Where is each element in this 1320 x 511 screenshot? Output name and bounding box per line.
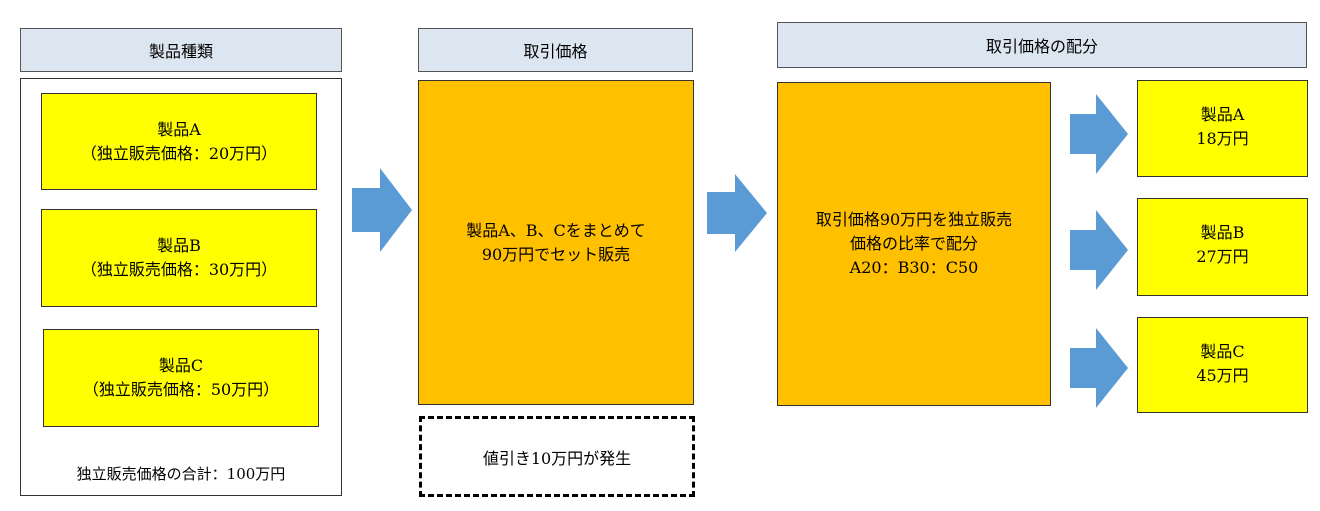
- product-c-price: （独立販売価格：50万円）: [82, 380, 280, 399]
- result-a-name: 製品A: [1200, 105, 1245, 124]
- product-b-name: 製品B: [157, 236, 201, 255]
- arrow-icon: [707, 174, 767, 252]
- product-a-box: 製品A （独立販売価格：20万円）: [41, 93, 317, 190]
- arrow-icon: [1070, 328, 1128, 408]
- product-b-price: （独立販売価格：30万円）: [80, 260, 278, 279]
- product-b-box: 製品B （独立販売価格：30万円）: [41, 209, 317, 307]
- product-c-name: 製品C: [158, 356, 204, 375]
- result-c-amount: 45万円: [1196, 366, 1249, 385]
- allocation-line-2: 価格の比率で配分: [849, 234, 978, 253]
- discount-box: 値引き10万円が発生: [419, 416, 695, 497]
- product-a-name: 製品A: [157, 119, 201, 139]
- header-transaction-price-label: 取引価格: [523, 42, 588, 61]
- result-a-box: 製品A 18万円: [1137, 80, 1308, 177]
- allocation-line-1: 取引価格90万円を独立販売: [815, 210, 1013, 229]
- result-b-name: 製品B: [1200, 223, 1245, 242]
- result-b-box: 製品B 27万円: [1137, 198, 1308, 296]
- allocation-line-3: A20：B30：C50: [849, 258, 979, 277]
- result-c-name: 製品C: [1200, 342, 1245, 361]
- result-c-box: 製品C 45万円: [1137, 317, 1308, 413]
- bundle-sale-box: 製品A、B、Cをまとめて 90万円でセット販売: [418, 80, 694, 405]
- header-transaction-price: 取引価格: [418, 28, 693, 72]
- product-a-price: （独立販売価格：20万円）: [80, 143, 278, 163]
- arrow-icon: [352, 168, 412, 252]
- header-product-types: 製品種類: [20, 28, 342, 72]
- bundle-line-1: 製品A、B、Cをまとめて: [466, 220, 646, 240]
- arrow-icon: [1070, 210, 1128, 290]
- product-c-box: 製品C （独立販売価格：50万円）: [43, 329, 319, 427]
- allocation-box: 取引価格90万円を独立販売 価格の比率で配分 A20：B30：C50: [777, 82, 1051, 406]
- discount-label: 値引き10万円が発生: [482, 448, 632, 468]
- result-b-amount: 27万円: [1196, 247, 1249, 266]
- result-a-amount: 18万円: [1196, 129, 1249, 148]
- header-product-types-label: 製品種類: [148, 42, 213, 61]
- arrow-icon: [1070, 94, 1128, 174]
- bundle-line-2: 90万円でセット販売: [481, 244, 631, 264]
- header-allocation-label: 取引価格の配分: [985, 37, 1098, 56]
- total-price-label: 独立販売価格の合計：100万円: [76, 465, 286, 483]
- header-allocation: 取引価格の配分: [777, 22, 1307, 68]
